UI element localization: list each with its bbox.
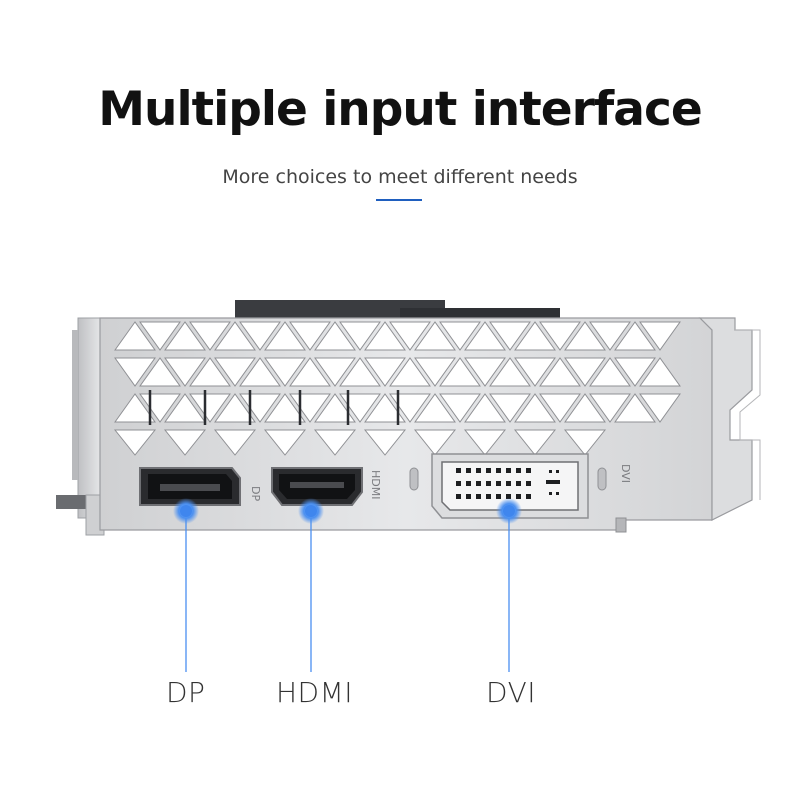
dvi-pins <box>456 468 560 499</box>
hdmi-marker-core <box>305 505 317 517</box>
dvi-label: DVI <box>486 676 536 709</box>
vent-triangles <box>113 321 681 456</box>
dp-port: DP <box>139 467 262 506</box>
hdmi-engraving: HDMI <box>369 470 382 499</box>
bracket-screw <box>615 517 627 533</box>
subheadline: More choices to meet different needs <box>222 166 578 188</box>
bracket-left-flange <box>56 317 105 536</box>
dp-label: DP <box>166 676 206 709</box>
hdmi-label: HDMI <box>276 676 354 709</box>
headline: Multiple input interface <box>98 82 702 137</box>
hdmi-port: HDMI <box>271 467 382 506</box>
cooler-shroud <box>235 300 560 320</box>
bracket-right-tab <box>698 317 761 521</box>
dvi-engraving: DVI <box>619 464 632 483</box>
callout-lines <box>185 512 510 672</box>
title-underline <box>376 199 422 201</box>
port-markers <box>173 498 522 524</box>
dp-engraving: DP <box>249 486 262 501</box>
dvi-port: DVI <box>409 453 632 519</box>
dp-marker-core <box>180 505 192 517</box>
dvi-marker-core <box>503 505 515 517</box>
heatsink-fins <box>148 390 400 425</box>
